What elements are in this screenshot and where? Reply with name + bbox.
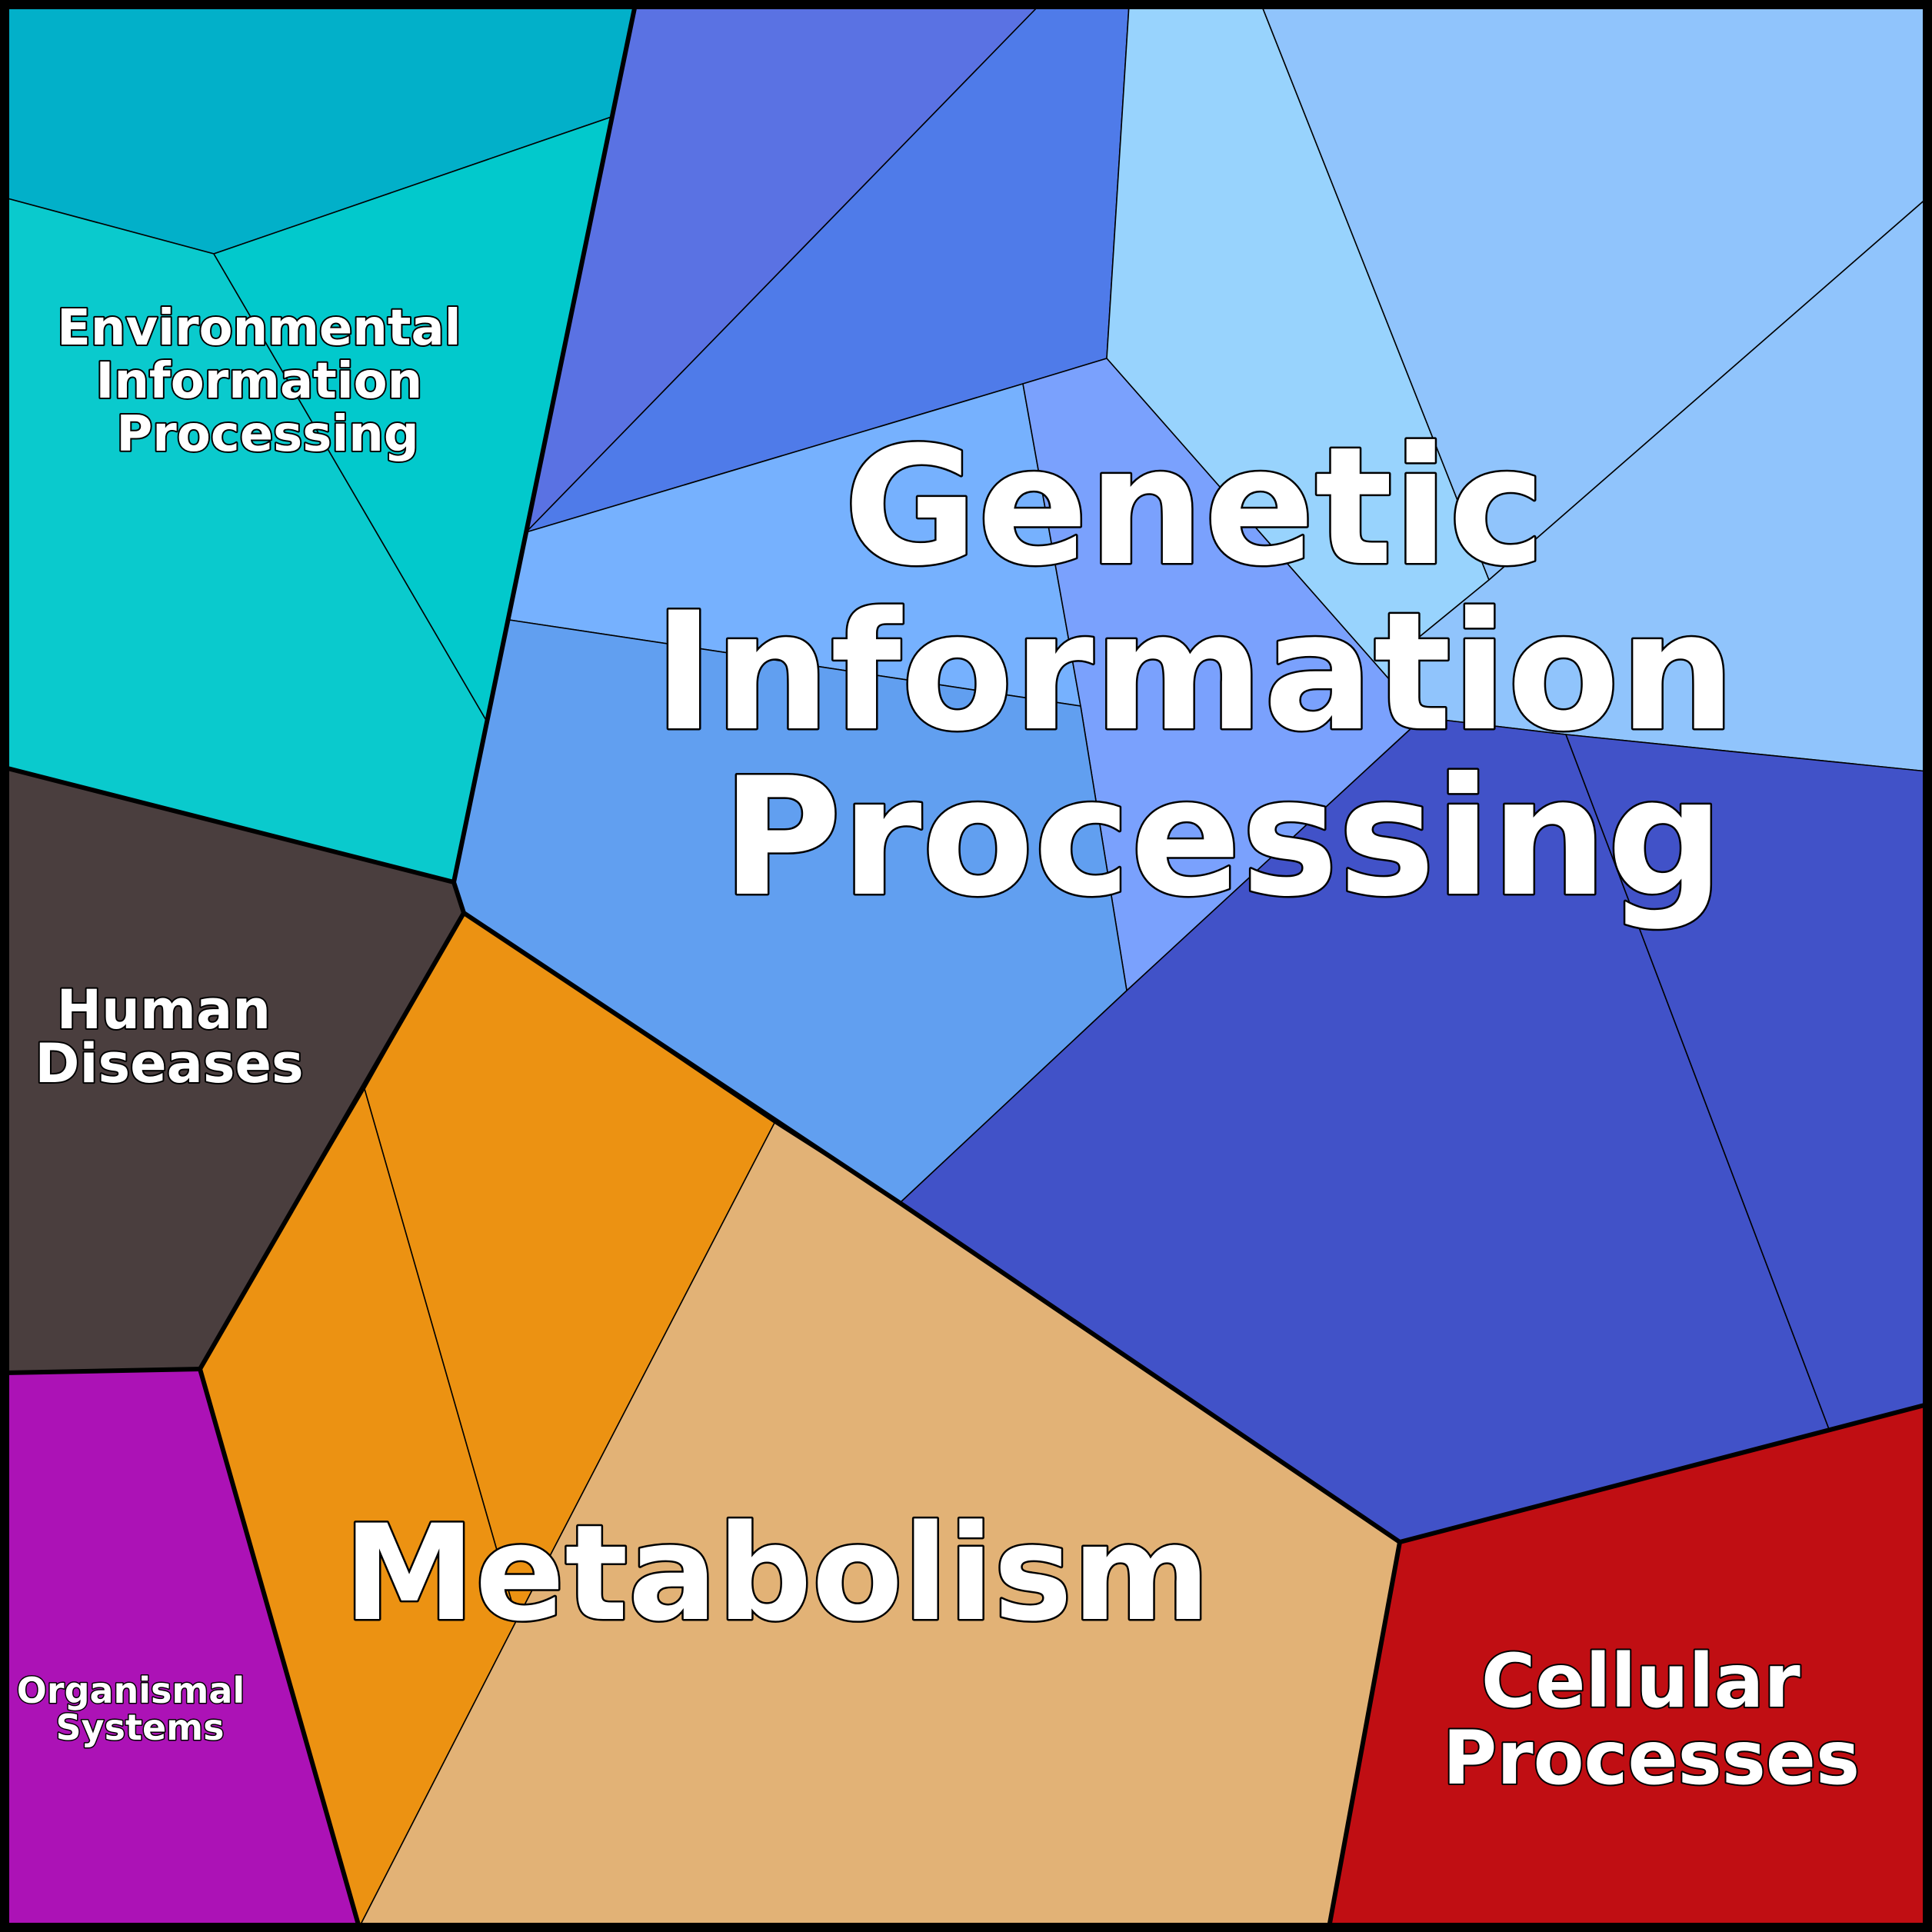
boundary-organismal-metabolism: [198, 1367, 361, 1930]
label-metabolism: Metabolism: [344, 1496, 1211, 1651]
label-environmental-information-processing: Environmental Information Processing: [57, 300, 478, 463]
category-environmental-information-processing: [4, 4, 636, 883]
boundary-genetic-cellular: [1397, 1402, 1930, 1544]
boundary-environmental-human-diseases: [2, 765, 466, 915]
label-organismal-systems: Organismal Systems: [17, 1670, 257, 1748]
category-genetic-information-processing: [453, 4, 1928, 1543]
category-metabolism: [199, 912, 1401, 1928]
boundary-human-diseases-metabolism: [198, 911, 466, 1371]
boundary-human-diseases-organismal: [2, 1367, 202, 1375]
boundary-metabolism-genetic: [461, 911, 1402, 1544]
boundary-environmental-genetic: [451, 2, 638, 884]
label-human-diseases: Human Diseases: [35, 978, 303, 1095]
label-cellular-processes: Cellular Processes: [1443, 1638, 1860, 1801]
boundary-metabolism-cellular: [1327, 1540, 1402, 1930]
label-genetic-information-processing: Genetic Information Processing: [654, 411, 1793, 932]
